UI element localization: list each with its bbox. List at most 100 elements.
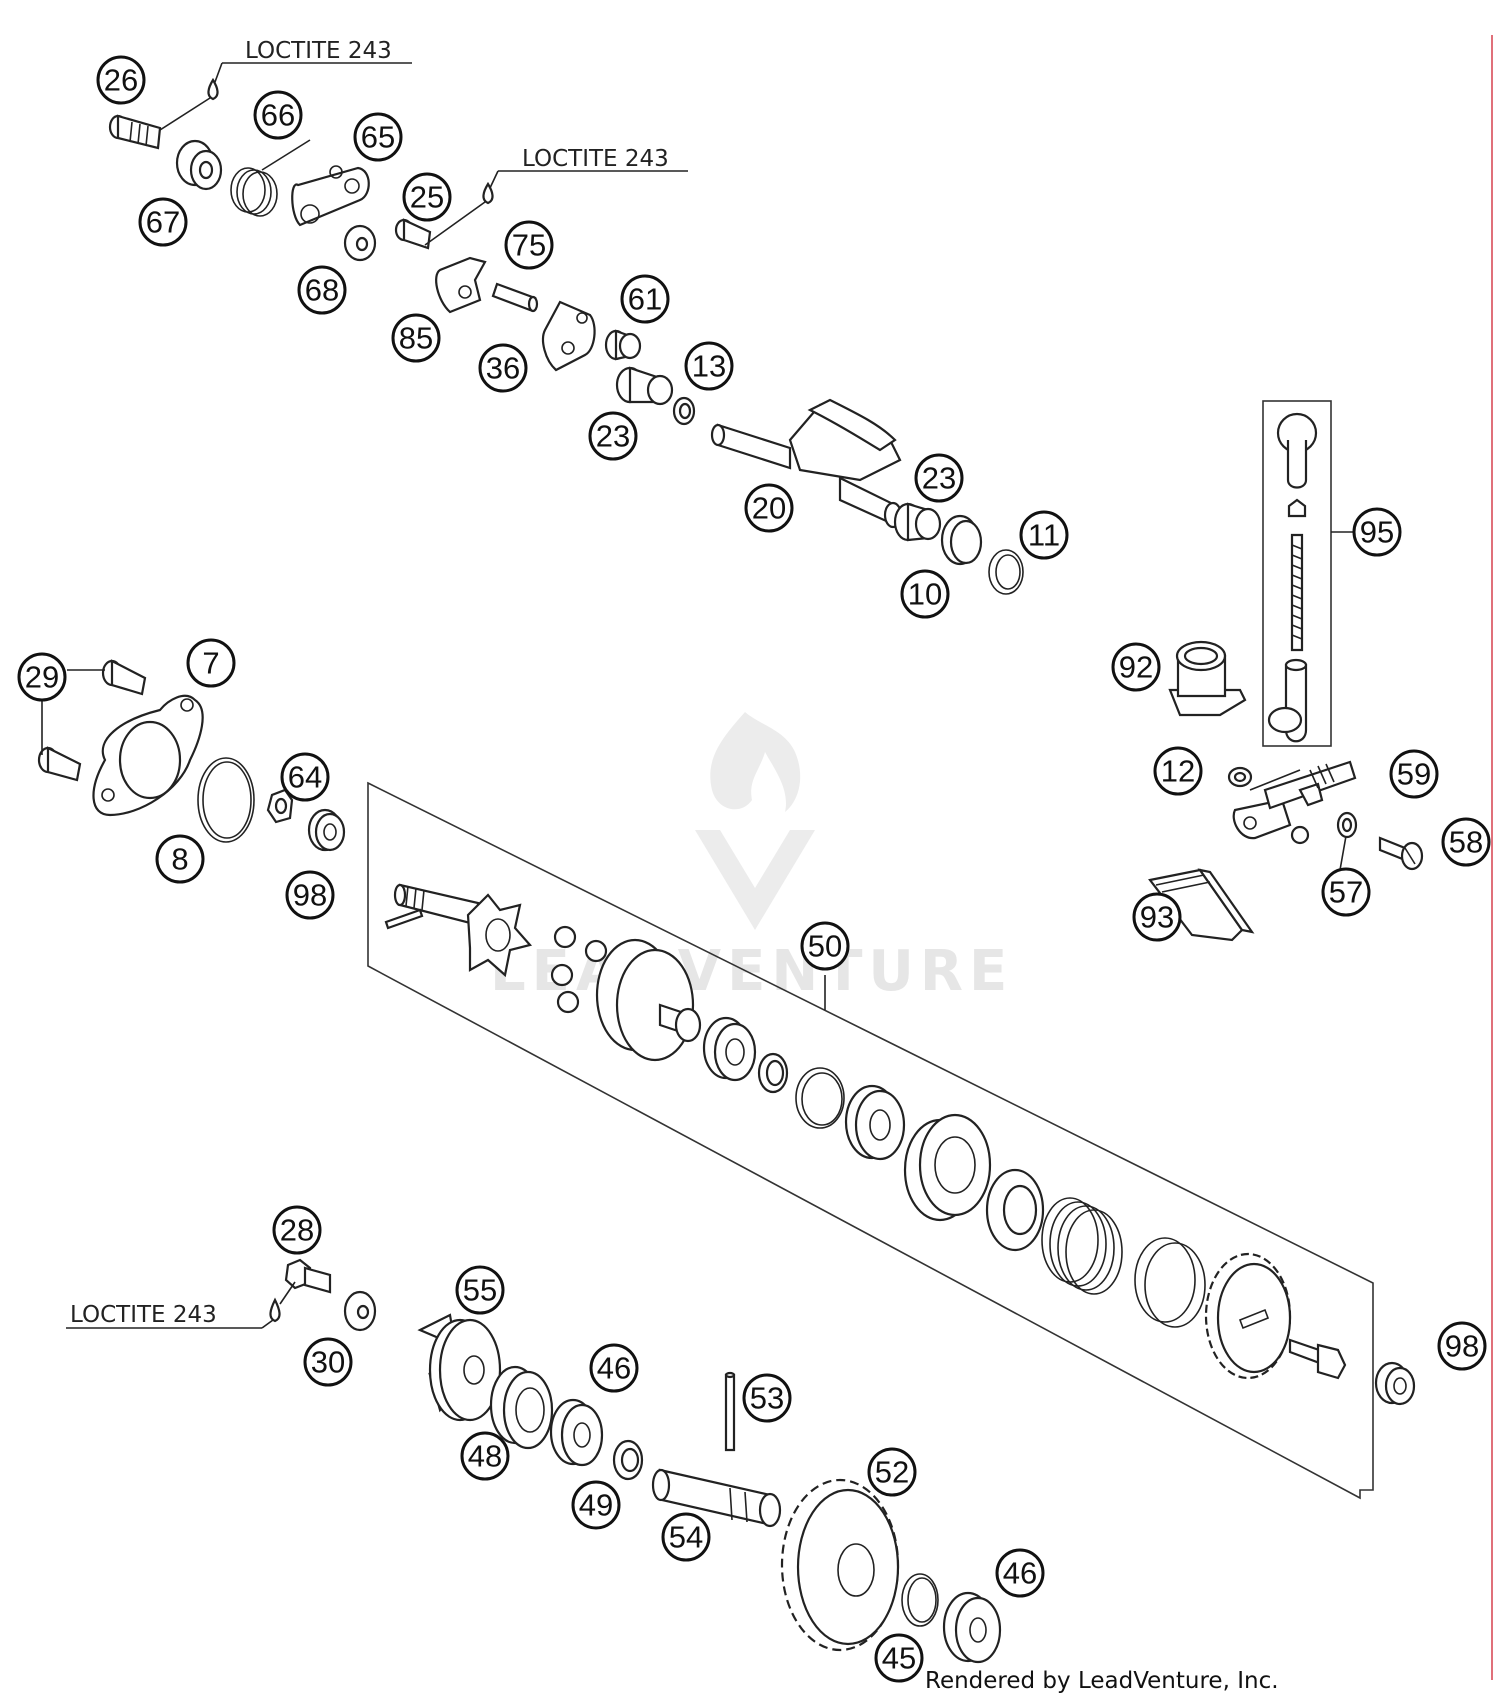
part-label-text: 23 xyxy=(596,419,630,454)
part-label-text: 65 xyxy=(361,120,395,155)
plate-36 xyxy=(541,300,596,372)
part-label-text: 29 xyxy=(25,660,59,695)
part-label-59: 59 xyxy=(1389,749,1439,799)
part-label-text: 30 xyxy=(311,1345,345,1380)
bearing-46-right xyxy=(942,1591,1002,1664)
part-label-20: 20 xyxy=(744,483,794,533)
ratchet-wheel xyxy=(466,893,533,978)
part-label-55: 55 xyxy=(455,1265,505,1315)
part-label-67: 67 xyxy=(138,197,188,247)
part-label-23-right: 23 xyxy=(914,453,964,503)
screw-25 xyxy=(394,218,432,250)
part-label-text: 55 xyxy=(463,1273,497,1308)
valve-plate-93 xyxy=(1148,868,1255,942)
part-label-12: 12 xyxy=(1153,746,1203,796)
bushing-23-left xyxy=(615,366,674,406)
part-label-text: 46 xyxy=(1003,1556,1037,1591)
assembly-gear xyxy=(1204,1252,1292,1380)
part-label-10: 10 xyxy=(900,569,950,619)
bracket-85 xyxy=(435,256,487,314)
part-label-text: 52 xyxy=(875,1455,909,1490)
part-label-29: 29 xyxy=(17,652,67,702)
exhaust-valve-parts xyxy=(1148,400,1424,942)
assembly-bolt xyxy=(1288,1338,1347,1380)
pin-53 xyxy=(724,1371,736,1452)
compression-spring xyxy=(1041,1197,1123,1295)
part-label-11: 11 xyxy=(1019,510,1069,560)
part-label-text: 64 xyxy=(288,760,322,795)
seal-10 xyxy=(940,514,983,566)
assembly-bearing-2 xyxy=(844,1084,906,1161)
assembly-frame-50 xyxy=(367,781,1374,1500)
part-label-text: 28 xyxy=(280,1213,314,1248)
seal-48 xyxy=(489,1365,554,1450)
loctite-note-text: LOCTITE 243 xyxy=(522,146,669,172)
part-label-text: 7 xyxy=(202,646,219,681)
screw-58 xyxy=(1378,836,1424,871)
part-label-text: 66 xyxy=(261,98,295,133)
part-label-75: 75 xyxy=(504,220,554,270)
part-label-95: 95 xyxy=(1352,507,1402,557)
part-label-52: 52 xyxy=(867,1447,917,1497)
part-label-61: 61 xyxy=(620,274,670,324)
exhaust-control-parts xyxy=(108,114,1024,595)
bushing-23-right xyxy=(893,502,942,542)
valve-lever-59 xyxy=(1232,760,1357,845)
part-label-28: 28 xyxy=(272,1205,322,1255)
part-label-68: 68 xyxy=(297,265,347,315)
lever-plate-65 xyxy=(291,165,370,227)
bearing-46-left xyxy=(549,1398,604,1467)
part-label-text: 8 xyxy=(171,842,188,877)
loctite-note-text: LOCTITE 243 xyxy=(245,38,392,64)
loctite-note-2: LOCTITE 243 xyxy=(424,146,688,246)
part-label-text: 26 xyxy=(104,63,138,98)
part-label-8: 8 xyxy=(155,834,205,884)
part-label-text: 61 xyxy=(628,282,662,317)
part-label-text: 98 xyxy=(1445,1329,1479,1364)
assembly-shaft xyxy=(384,883,480,930)
part-label-text: 95 xyxy=(1360,515,1394,550)
bushing-67 xyxy=(175,139,223,191)
washer-13 xyxy=(672,396,696,426)
o-ring-11 xyxy=(988,549,1024,595)
idler-gear-parts xyxy=(284,1258,1002,1664)
part-label-23-left: 23 xyxy=(588,411,638,461)
part-label-text: 54 xyxy=(669,1520,703,1555)
bolt-29-bottom xyxy=(37,746,82,782)
circlip-45 xyxy=(901,1573,939,1627)
part-label-text: 93 xyxy=(1140,900,1174,935)
loctite-note-text: LOCTITE 243 xyxy=(70,1302,217,1328)
footer-credit: Rendered by LeadVenture, Inc. xyxy=(925,1668,1279,1694)
part-label-text: 36 xyxy=(486,351,520,386)
part-label-text: 20 xyxy=(752,491,786,526)
part-label-53: 53 xyxy=(742,1373,792,1423)
part-label-text: 46 xyxy=(597,1351,631,1386)
part-label-85: 85 xyxy=(391,313,441,363)
shaft-54 xyxy=(651,1468,782,1528)
washer-30 xyxy=(343,1290,377,1332)
assembly-bearing xyxy=(702,1016,757,1082)
part-label-65: 65 xyxy=(353,112,403,162)
washer-49 xyxy=(612,1439,644,1481)
spring-housing xyxy=(903,1113,992,1222)
exhaust-shaft-20 xyxy=(710,398,903,529)
loctite-note-1: LOCTITE 243 xyxy=(159,38,412,131)
part-label-text: 75 xyxy=(512,228,546,263)
part-label-text: 45 xyxy=(882,1641,916,1676)
spring-ring xyxy=(1134,1237,1206,1328)
part-label-text: 58 xyxy=(1449,825,1483,860)
part-label-text: 92 xyxy=(1119,650,1153,685)
bushing-61 xyxy=(604,329,642,361)
part-label-text: 50 xyxy=(808,929,842,964)
part-label-46-right: 46 xyxy=(995,1548,1045,1598)
bolt-28 xyxy=(284,1258,332,1294)
part-label-26: 26 xyxy=(96,55,146,105)
part-label-text: 59 xyxy=(1397,757,1431,792)
washer-57 xyxy=(1336,811,1358,839)
bolt-29-top xyxy=(101,659,147,696)
part-label-66: 66 xyxy=(253,90,303,140)
part-label-48: 48 xyxy=(460,1431,510,1481)
part-label-36: 36 xyxy=(478,343,528,393)
kickstarter-assembly-parts xyxy=(384,883,1347,1380)
